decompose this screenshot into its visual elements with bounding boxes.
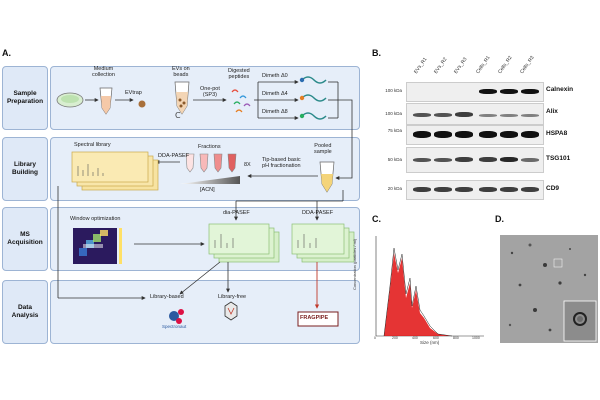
label-fractions: Fractions (198, 144, 221, 150)
mw-cd9: 20 kDa (387, 186, 402, 191)
nta-xlabel: Size (nm) (420, 340, 440, 345)
label-spectral-library: Spectral library (74, 142, 111, 148)
window-heatmap-icon (73, 228, 122, 264)
fragpipe-icon (297, 311, 339, 327)
blot-calnexin (406, 82, 544, 102)
tube-icon (99, 87, 113, 115)
bead-icon (138, 100, 146, 108)
label-medium-collection: Medium collection (92, 66, 115, 79)
dda-pasef-cards-icon (291, 223, 355, 263)
dia-pasef-cards-icon (208, 223, 280, 263)
nta-xtick: 200 (392, 336, 398, 340)
label-dimeth0: Dimeth Δ0 (262, 73, 288, 79)
fraction-tubes-icon (185, 153, 237, 173)
label-digested-peptides: Digested peptides (228, 68, 250, 81)
label-tip-fractionation: Tip-based basic pH fractionation (262, 157, 301, 170)
label-dimeth8: Dimeth Δ8 (262, 109, 288, 115)
panel-letter-b: B. (372, 48, 381, 58)
label-8x: 8X (244, 162, 251, 168)
blot-alix (406, 103, 544, 125)
label-dia-pasef: dia-PASEF (223, 210, 250, 216)
label-acn: [ACN] (200, 187, 215, 193)
tem-image (500, 235, 598, 343)
label-dda-pasef-ms: DDA-PASEF (302, 210, 334, 216)
mw-tsg101: 50 kDa (387, 157, 402, 162)
mw-alix: 100 kDa (385, 111, 402, 116)
lane-label: Cells_R1 (475, 54, 492, 75)
nta-xtick: 1000 (472, 336, 480, 340)
lane-label: Cells_R2 (497, 54, 514, 75)
row-label-data-analysis: Data Analysis (2, 280, 48, 344)
label-library-free: Library-free (218, 294, 247, 300)
blot-tsg101 (406, 147, 544, 173)
lane-label: EVs_R1 (413, 56, 429, 75)
protein-alix: Alix (546, 108, 558, 115)
protein-cd9: CD9 (546, 185, 560, 192)
nta-xtick: 800 (453, 336, 459, 340)
protein-tsg101: TSG101 (546, 155, 571, 162)
pooled-tube-icon (319, 161, 335, 193)
spectronaut-icon (169, 309, 184, 324)
mw-calnexin: 100 kDa (385, 88, 402, 93)
panel-letter-c: C. (372, 214, 381, 224)
peptides-icon (231, 89, 251, 113)
spectral-library-icon (71, 151, 159, 191)
petri-dish-icon (56, 92, 84, 108)
blot-cd9 (406, 180, 544, 200)
lane-label: Cells_R3 (519, 54, 536, 75)
label-evtrap: EVtrap (125, 90, 142, 96)
nta-xtick: 0 (374, 336, 376, 340)
tube-beads-icon (174, 81, 190, 115)
workflow-graphics: C (56, 76, 355, 327)
svg-text:C: C (175, 111, 181, 120)
label-window-optimization: Window optimization (70, 216, 121, 222)
mw-hspa8: 75 kDa (387, 128, 402, 133)
acn-gradient (180, 176, 240, 184)
label-evs-on-beads: EVs on beads (172, 66, 190, 79)
nta-ylabel: Concentration (particles / ml) (352, 238, 357, 290)
label-spectronaut: Spectronaut (162, 324, 187, 329)
blot-hspa8 (406, 125, 544, 145)
nta-xtick: 600 (433, 336, 439, 340)
nta-plot (375, 236, 484, 337)
nta-xtick: 400 (412, 336, 418, 340)
nta-curve (384, 253, 482, 336)
row-label-sample-prep: Sample Preparation (2, 66, 48, 130)
lane-label: EVs_R2 (433, 56, 449, 75)
row-label-ms-acquisition: MS Acquisition (2, 207, 48, 271)
msfragger-icon (224, 301, 238, 321)
protein-hspa8: HSPA8 (546, 130, 568, 137)
label-dimeth4: Dimeth Δ4 (262, 91, 288, 97)
row-label-library-building: Library Building (2, 137, 48, 201)
label-dda-pasef-library: DDA-PASEF (158, 153, 190, 159)
label-pooled-sample: Pooled sample (314, 143, 332, 156)
labelled-peptide-icon (299, 76, 327, 120)
panel-letter-d: D. (495, 214, 504, 224)
label-fragpipe: FRAGPIPE (300, 315, 329, 321)
lane-label: EVs_R3 (453, 56, 469, 75)
label-library-based: Library-based (150, 294, 184, 300)
protein-calnexin: Calnexin (546, 86, 574, 93)
label-one-pot: One-pot (SP3) (200, 86, 220, 99)
panel-letter-a: A. (2, 48, 11, 58)
